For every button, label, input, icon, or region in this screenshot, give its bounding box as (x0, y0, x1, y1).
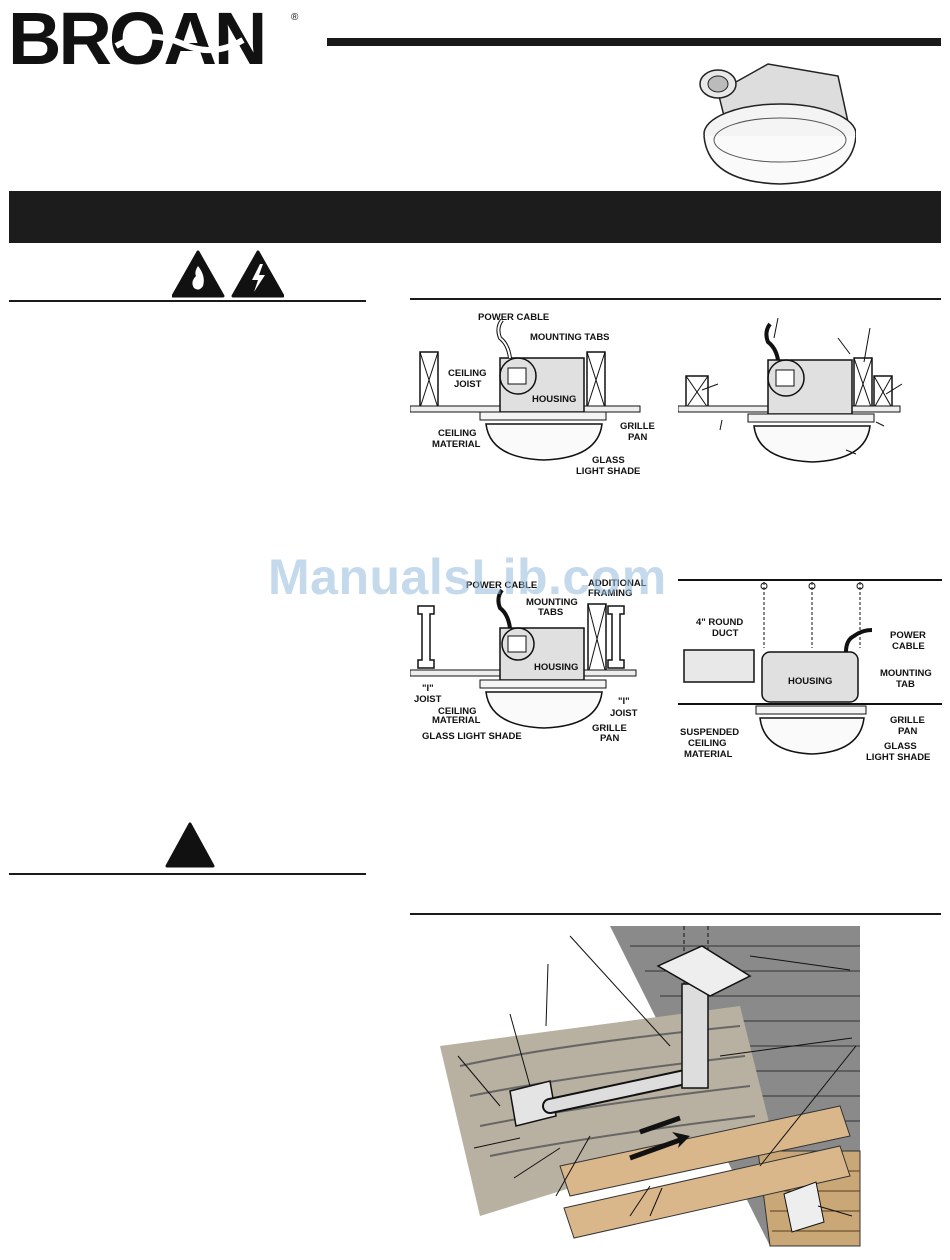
diagram-suspended-ceiling: 4" ROUND DUCT POWER CABLE HOUSING MOUNTI… (678, 579, 942, 763)
label-glass-shade: GLASS LIGHT SHADE (422, 731, 522, 742)
label-grille-pan-1: GRILLE (890, 715, 925, 726)
label-round-duct-1: 4" ROUND (696, 617, 743, 628)
label-grille-pan-1: GRILLE (592, 723, 627, 734)
label-i-joist-right-2: JOIST (610, 708, 638, 719)
label-mounting-tabs-2: TABS (538, 607, 563, 618)
label-suspended-ceiling-1: SUSPENDED (680, 727, 739, 738)
label-grille-pan-2: PAN (628, 432, 647, 443)
label-ceiling-material-1: CEILING (438, 706, 477, 717)
watermark: ManualsLib.com (268, 549, 667, 605)
label-additional-framing-1: ADDITIONAL (588, 578, 647, 589)
label-power-cable: POWER CABLE (466, 580, 537, 591)
label-grille-pan-2: PAN (898, 726, 917, 737)
caution-triangle-icon (165, 822, 215, 868)
warning-icons (171, 250, 285, 300)
label-power-cable-2: CABLE (892, 641, 925, 652)
section-rule (410, 913, 941, 915)
label-housing: HOUSING (534, 662, 578, 673)
label-housing: HOUSING (532, 394, 576, 405)
label-ceiling-material-2: MATERIAL (432, 439, 481, 450)
header-rule (327, 38, 941, 46)
label-ceiling-joist-1: CEILING (448, 368, 487, 379)
label-suspended-ceiling-3: MATERIAL (684, 749, 733, 760)
label-i-joist-right-1: "I" (618, 696, 630, 707)
label-glass-shade-1: GLASS (884, 741, 917, 752)
attic-installation-illustration (440, 926, 861, 1247)
label-ceiling-material-2: MATERIAL (432, 715, 481, 726)
product-image (688, 52, 857, 188)
label-additional-framing-2: FRAMING (588, 588, 632, 599)
label-mounting-tabs-1: MOUNTING (526, 597, 578, 608)
label-i-joist-left-1: "I" (422, 683, 434, 694)
diagram-ceiling-joist-alt (678, 318, 903, 463)
label-i-joist-left-2: JOIST (414, 694, 442, 705)
label-housing: HOUSING (788, 676, 832, 687)
label-mounting-tab-2: TAB (896, 679, 915, 690)
label-ceiling-joist-2: JOIST (454, 379, 482, 390)
section-rule (9, 300, 366, 302)
title-banner (9, 191, 941, 243)
diagram-i-joist: POWER CABLE ADDITIONAL FRAMING MOUNTING … (410, 578, 647, 744)
electric-shock-warning-icon (231, 250, 285, 298)
label-suspended-ceiling-2: CEILING (688, 738, 727, 749)
registered-mark: ® (291, 12, 299, 23)
label-power-cable-1: POWER (890, 630, 926, 641)
label-glass-shade-1: GLASS (592, 455, 625, 466)
label-glass-shade-2: LIGHT SHADE (866, 752, 930, 763)
fire-warning-icon (171, 250, 225, 298)
label-glass-shade-2: LIGHT SHADE (576, 466, 640, 477)
label-power-cable: POWER CABLE (478, 312, 549, 323)
broan-logo: BROAN ® (8, 0, 308, 80)
section-rule (9, 873, 366, 875)
label-grille-pan-2: PAN (600, 733, 619, 744)
label-mounting-tabs: MOUNTING TABS (530, 332, 610, 343)
section-rule (410, 298, 941, 300)
diagram-ceiling-joist: POWER CABLE MOUNTING TABS CEILING JOIST … (410, 312, 655, 477)
label-grille-pan-1: GRILLE (620, 421, 655, 432)
label-ceiling-material-1: CEILING (438, 428, 477, 439)
label-round-duct-2: DUCT (712, 628, 739, 639)
label-mounting-tab-1: MOUNTING (880, 668, 932, 679)
